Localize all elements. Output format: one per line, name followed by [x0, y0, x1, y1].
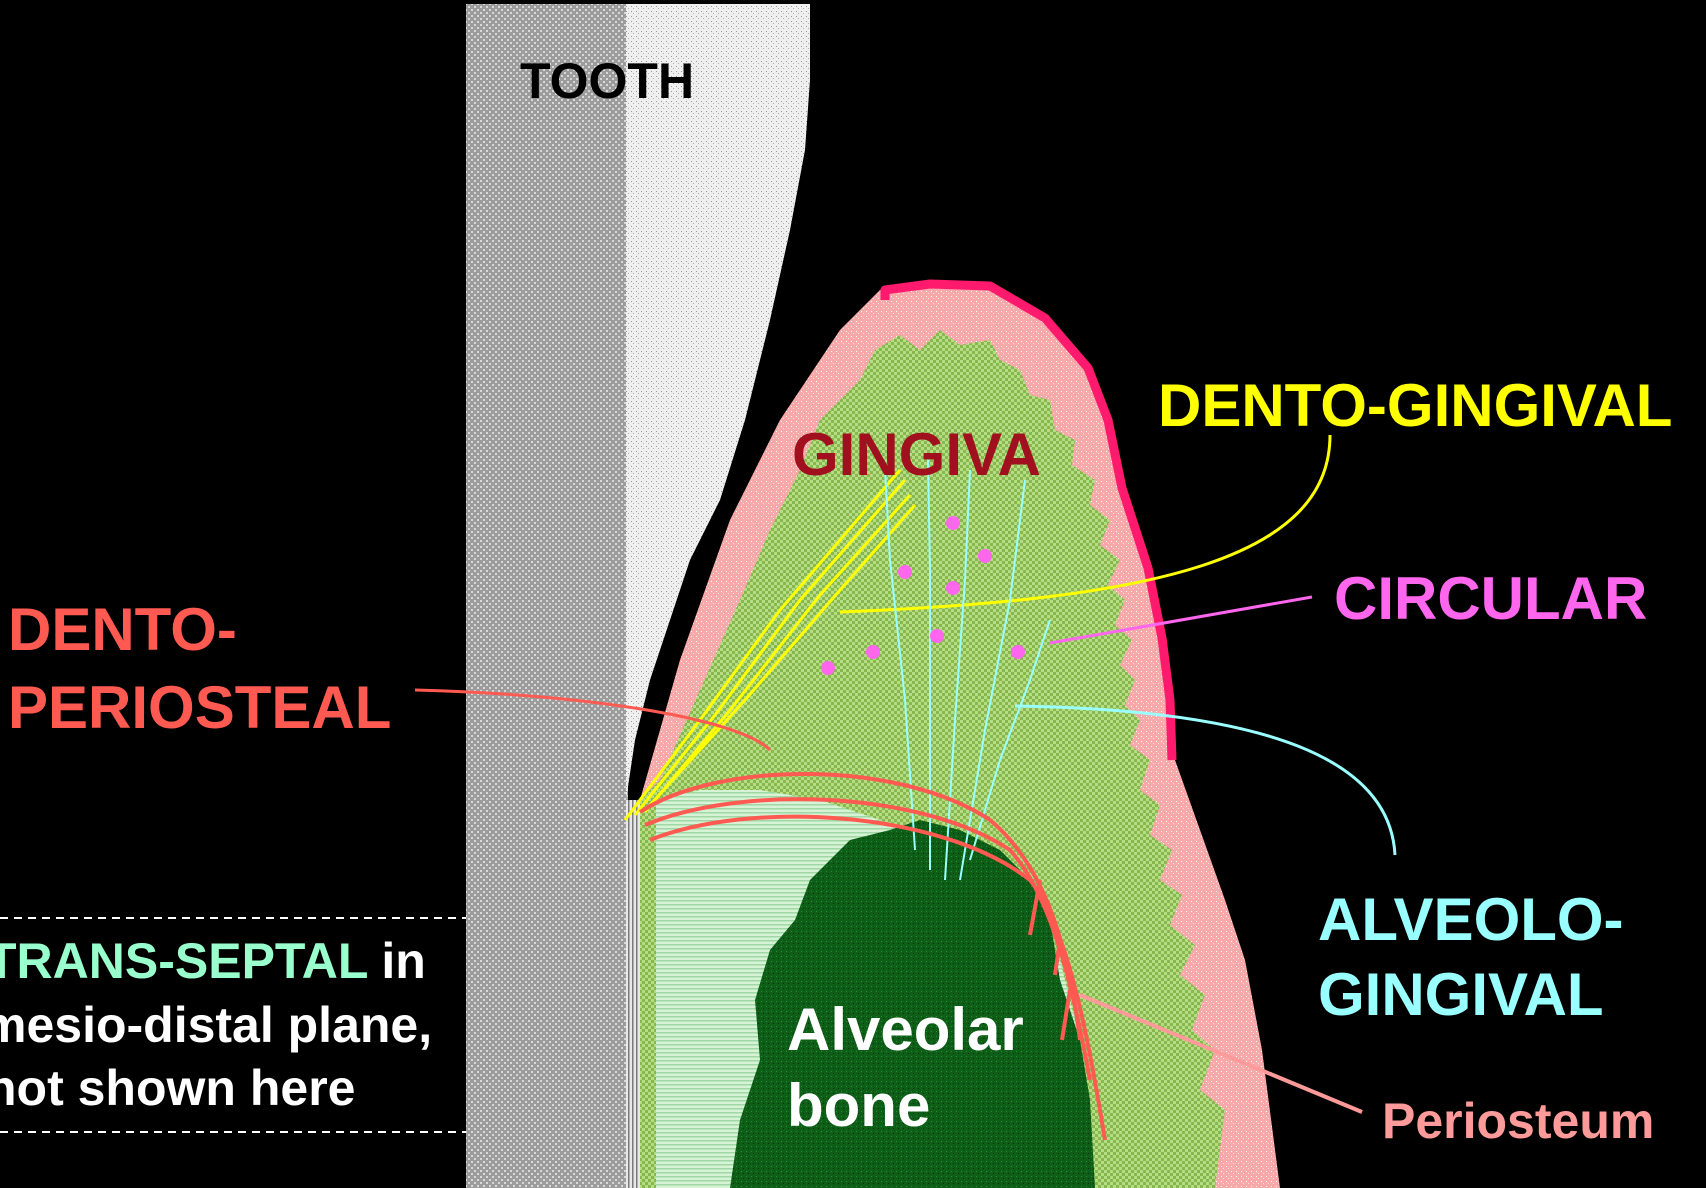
trans-septal-note-line3: not shown here: [0, 1060, 355, 1116]
alveolar-bone-label-line1: Alveolar: [787, 996, 1024, 1063]
trans-septal-term: TRANS-SEPTAL: [0, 933, 368, 989]
alveolo-gingival-label-line1: ALVEOLO-: [1318, 886, 1624, 953]
dento-periosteal-label-line1: DENTO-: [8, 596, 237, 663]
circular-label: CIRCULAR: [1334, 565, 1647, 632]
gingiva-label: GINGIVA: [792, 421, 1041, 488]
tooth-label: TOOTH: [520, 53, 694, 109]
trans-septal-note-line1: TRANS-SEPTAL in: [0, 933, 426, 989]
dento-gingival-label: DENTO-GINGIVAL: [1158, 372, 1672, 439]
tooth-root-dentin: [466, 4, 628, 1188]
alveolar-bone-label-line2: bone: [787, 1072, 930, 1139]
trans-septal-in: in: [368, 933, 426, 989]
dento-periosteal-label-line2: PERIOSTEAL: [8, 674, 391, 741]
periosteum-label: Periosteum: [1382, 1093, 1654, 1149]
trans-septal-note-line2: mesio-distal plane,: [0, 997, 432, 1053]
alveolo-gingival-label-line2: GINGIVAL: [1318, 961, 1604, 1028]
